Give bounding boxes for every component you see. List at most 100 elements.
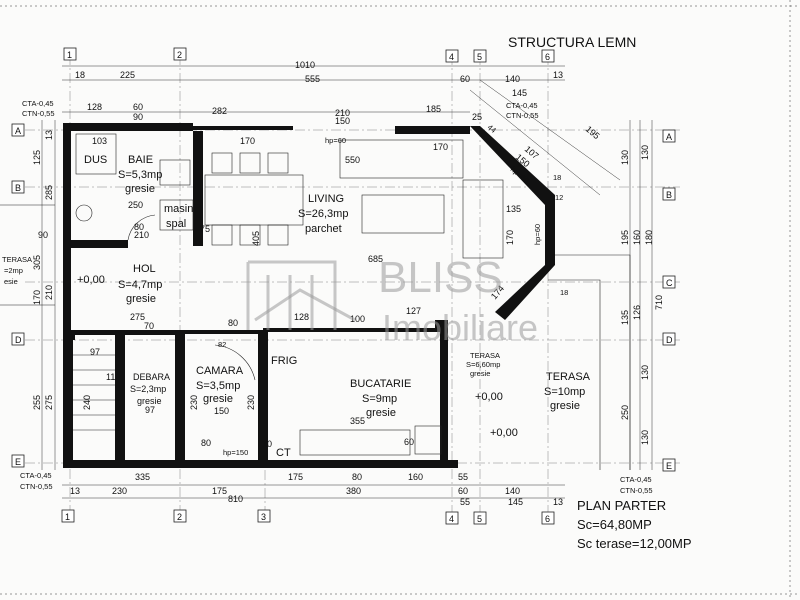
- dim-in-25: 25: [472, 112, 482, 122]
- dim-right-180: 180: [644, 230, 654, 245]
- axis-label-left-d: D: [15, 335, 22, 345]
- dim-in-250: 250: [128, 200, 143, 210]
- room-terasa-name: TERASA: [546, 371, 591, 383]
- room-baie-name: BAIE: [128, 154, 153, 166]
- dim-in-145: 145: [512, 88, 527, 98]
- axis-label-bottom-6: 6: [545, 514, 550, 524]
- dim-in-150: 150: [214, 406, 229, 416]
- dim-in-127: 127: [406, 306, 421, 316]
- room-hol-area: S=4,7mp: [118, 279, 162, 291]
- dim-bot-175b: 175: [212, 486, 227, 496]
- room-bucatarie-name: BUCATARIE: [350, 378, 411, 390]
- dim-left-170: 170: [32, 290, 42, 305]
- axis-label-top-4: 4: [449, 52, 454, 62]
- cta-top-right: CTA-0,45: [506, 101, 538, 110]
- level-terasa-1: +0,00: [475, 391, 503, 403]
- dim-in-550: 550: [345, 155, 360, 165]
- dim-right-130b: 130: [640, 145, 650, 160]
- dim-in-230b: 230: [246, 395, 256, 410]
- room-debara-floor: gresie: [137, 396, 162, 406]
- room-hol-level: +0,00: [77, 274, 105, 286]
- dim-in-70: 70: [144, 321, 154, 331]
- dim-in-97b: 97: [145, 405, 155, 415]
- dim-in-170c: 170: [505, 230, 515, 245]
- hp-ct: hp=150: [223, 448, 248, 457]
- dim-in-103: 103: [92, 136, 107, 146]
- plan-terrace-area: Sc terase=12,00MP: [577, 536, 692, 551]
- dim-bot-175: 175: [288, 472, 303, 482]
- room-ct: CT: [276, 447, 291, 459]
- axis-label-bottom-5: 5: [477, 514, 482, 524]
- dim-right-195: 195: [620, 230, 630, 245]
- room-terasa-left-name: TERASA: [2, 255, 32, 264]
- dim-top-225: 225: [120, 70, 135, 80]
- dim-in-100: 100: [350, 314, 365, 324]
- room-camara-name: CAMARA: [196, 365, 244, 377]
- dim-left-305: 305: [32, 255, 42, 270]
- dim-top-555: 555: [305, 74, 320, 84]
- room-debara-area: S=2,3mp: [130, 384, 166, 394]
- axis-label-right-d: D: [666, 335, 673, 345]
- axis-label-bottom-2: 2: [177, 512, 182, 522]
- dim-top-18: 18: [75, 70, 85, 80]
- room-baie-area: S=5,3mp: [118, 169, 162, 181]
- dim-bot-60: 60: [458, 486, 468, 496]
- dim-left-90: 90: [38, 230, 48, 240]
- dim-in-80: 80: [134, 222, 144, 232]
- level-terasa-2: +0,00: [490, 427, 518, 439]
- room-camara-floor: gresie: [203, 393, 233, 405]
- axis-label-bottom-1: 1: [65, 512, 70, 522]
- dim-left-125: 125: [32, 150, 42, 165]
- dim-in-405: 405: [251, 231, 261, 246]
- axis-label-top-5: 5: [477, 52, 482, 62]
- dim-in-240: 240: [82, 395, 92, 410]
- axis-label-top-6: 6: [545, 52, 550, 62]
- dim-top-282: 282: [212, 106, 227, 116]
- dim-bot-145: 145: [508, 497, 523, 507]
- ctn-bot-left: CTN-0,55: [20, 482, 53, 491]
- dim-left-285: 285: [44, 185, 54, 200]
- watermark-text-2: Imobiliare: [382, 307, 538, 348]
- axis-label-left-b: B: [15, 183, 21, 193]
- dim-right-130a: 130: [620, 150, 630, 165]
- dim-bot-810: 810: [228, 494, 243, 504]
- dim-bot-380: 380: [346, 486, 361, 496]
- dim-in-80c: 80: [201, 438, 211, 448]
- room-living-name: LIVING: [308, 193, 344, 205]
- dim-right-130c: 130: [640, 365, 650, 380]
- dim-top-60b: 60: [133, 102, 143, 112]
- axis-label-bottom-3: 3: [261, 512, 266, 522]
- dim-right-126: 126: [632, 305, 642, 320]
- dim-bot-335: 335: [135, 472, 150, 482]
- room-frig: FRIG: [271, 355, 297, 367]
- dim-top-210: 210: [335, 108, 350, 118]
- dim-in-82: 82: [218, 340, 226, 349]
- dim-right-160: 160: [632, 230, 642, 245]
- room-living-floor: parchet: [305, 223, 342, 235]
- room-bucatarie-area: S=9mp: [362, 393, 397, 405]
- room-living-area: S=26,3mp: [298, 208, 348, 220]
- dim-in-355: 355: [350, 416, 365, 426]
- dim-left-13: 13: [44, 130, 54, 140]
- room-camara-area: S=3,5mp: [196, 380, 240, 392]
- cta-top-left: CTA-0,45: [22, 99, 54, 108]
- dim-in-195: 195: [584, 124, 602, 141]
- dim-in-80b: 80: [228, 318, 238, 328]
- plan-title: PLAN PARTER: [577, 498, 666, 513]
- axis-label-top-2: 2: [177, 50, 182, 60]
- dim-bot-55: 55: [458, 472, 468, 482]
- cta-bot-left: CTA-0,45: [20, 471, 52, 480]
- watermark-text-1: BLISS: [378, 253, 503, 302]
- hp-corner2: hp=60: [533, 224, 542, 245]
- hp-living: hp=60: [325, 136, 346, 145]
- dim-in-685: 685: [368, 254, 383, 264]
- room-terasa-small-floor: gresie: [470, 369, 490, 378]
- dim-top-128: 128: [87, 102, 102, 112]
- plan-area: Sc=64,80MP: [577, 517, 652, 532]
- dim-in-97a: 97: [90, 347, 100, 357]
- dim-bot-55b: 55: [460, 497, 470, 507]
- room-hol-floor: gresie: [126, 293, 156, 305]
- dim-left-210: 210: [44, 285, 54, 300]
- dim-top-140: 140: [505, 74, 520, 84]
